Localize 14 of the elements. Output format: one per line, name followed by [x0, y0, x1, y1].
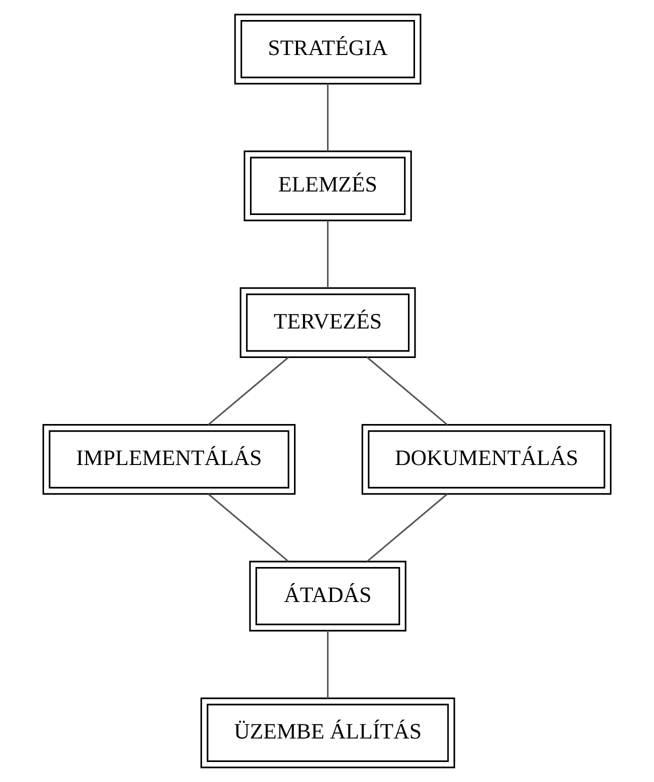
connector [208, 493, 289, 562]
node-box: IMPLEMENTÁLÁS [42, 424, 296, 495]
connector [208, 356, 290, 426]
node-box: ÜZEMBE ÁLLÍTÁS [200, 698, 456, 768]
node-box: DOKUMENTÁLÁS [362, 424, 612, 495]
node-box: TERVEZÉS [240, 287, 416, 358]
node-box: ÁTADÁS [249, 560, 406, 632]
connector [366, 356, 448, 426]
connector [327, 630, 329, 698]
connector [327, 220, 329, 288]
connector [327, 84, 329, 152]
connector [366, 493, 448, 562]
node-box: ELEMZÉS [244, 150, 412, 222]
node-box: STRATÉGIA [234, 14, 422, 84]
